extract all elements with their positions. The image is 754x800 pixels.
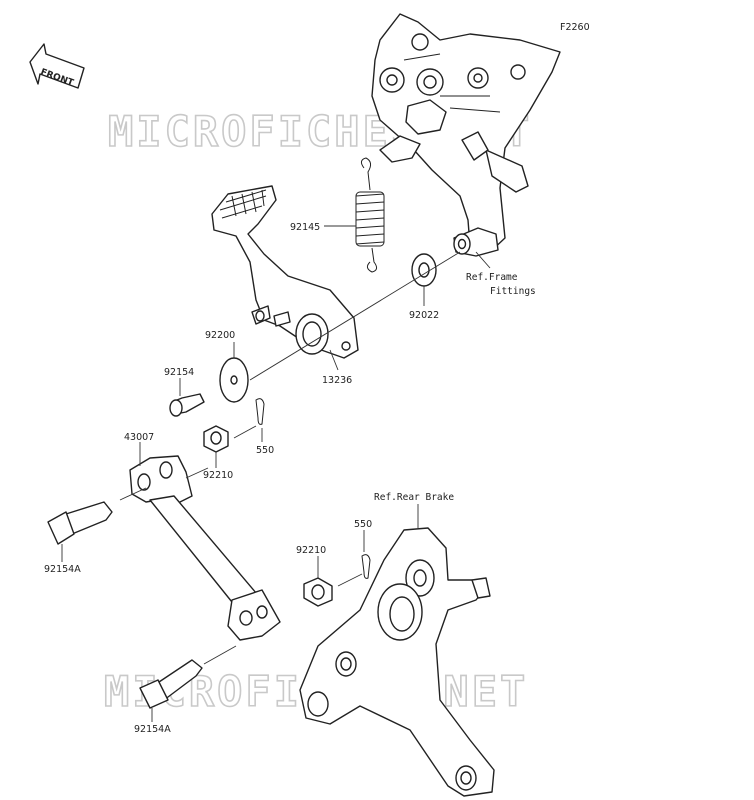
bolt-92154	[169, 393, 205, 417]
callout-bolt-upper: 92154	[164, 367, 194, 378]
bolt-92154A-upper	[47, 501, 113, 545]
callout-washer-right: 92022	[409, 310, 439, 321]
cotter-pin-lower	[361, 554, 371, 579]
callout-nut-upper: 92210	[203, 470, 233, 481]
callout-bolt-left: 92154A	[44, 564, 81, 575]
nut-92210-lower	[303, 577, 333, 607]
callout-bushing: 13236	[322, 375, 352, 386]
cotter-pin-upper	[255, 398, 265, 425]
brake-pedal	[211, 185, 359, 359]
callout-washer-left: 92200	[205, 330, 235, 341]
callout-cotter-lower: 550	[354, 519, 372, 530]
ref-frame-line2: Fittings	[490, 286, 536, 297]
frame-bracket	[371, 13, 561, 257]
callout-cotter-upper: 550	[256, 445, 274, 456]
spring	[355, 157, 385, 273]
rear-brake-arm	[299, 527, 495, 797]
bolt-92154A-lower	[139, 645, 237, 709]
callout-rod: 43007	[124, 432, 154, 443]
diagram-id: F2260	[560, 22, 590, 33]
callout-spring: 92145	[290, 222, 320, 233]
callout-bolt-lower: 92154A	[134, 724, 171, 735]
clevis-rod	[119, 455, 281, 641]
ref-frame-line1: Ref.Frame	[466, 272, 518, 283]
nut-92210-upper	[203, 425, 229, 453]
callout-nut-lower: 92210	[296, 545, 326, 556]
ref-rear-brake: Ref.Rear Brake	[374, 492, 454, 503]
front-arrow-icon: FRONT	[29, 43, 85, 89]
